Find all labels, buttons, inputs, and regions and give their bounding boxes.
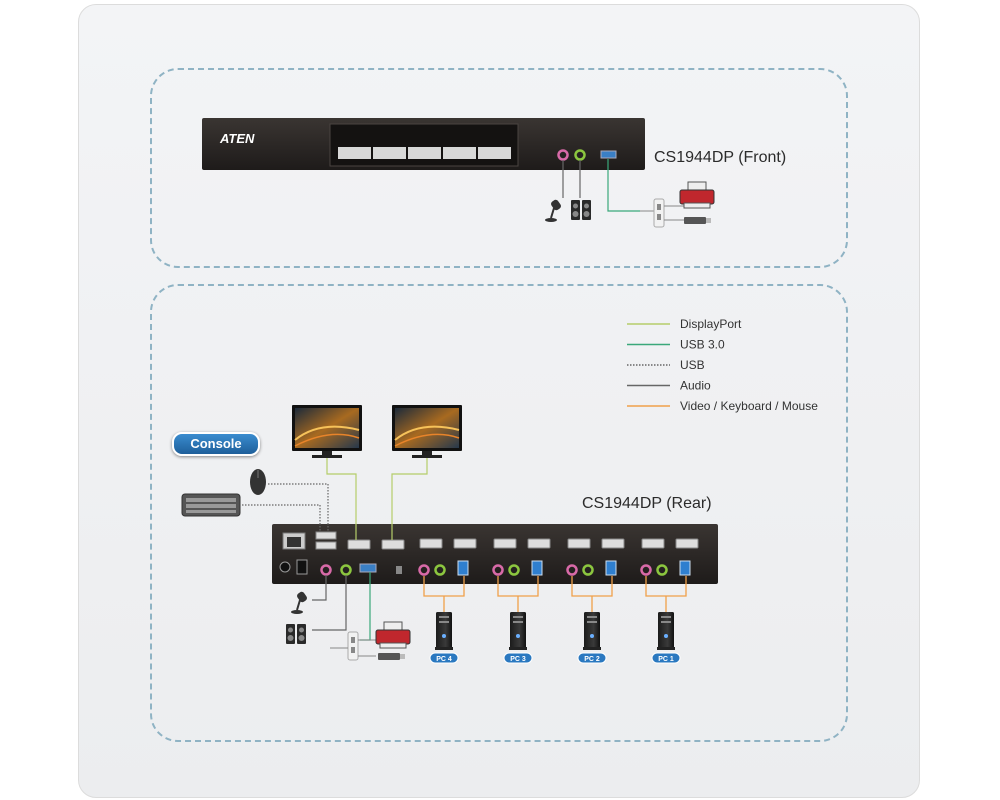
- legend-label: USB 3.0: [680, 338, 725, 352]
- pc-label-badge: PC 4: [429, 652, 459, 664]
- front-device-title: CS1944DP (Front): [654, 149, 786, 166]
- monitor-icon: [292, 405, 362, 458]
- rear-device: [272, 524, 718, 584]
- printer-icon: [375, 621, 411, 649]
- usb-drive-icon: [684, 217, 711, 224]
- console-badge: Console: [172, 432, 260, 456]
- front-device: [202, 118, 645, 170]
- console-usb3-port: [359, 563, 377, 573]
- pc-tower-icon: [435, 612, 453, 650]
- pc-label: PC 2: [584, 656, 600, 663]
- legend-label: Video / Keyboard / Mouse: [680, 399, 818, 413]
- pc-label: PC 3: [510, 656, 526, 663]
- legend-item: Audio: [627, 379, 711, 393]
- monitor-icon: [392, 405, 462, 458]
- port-selection-buttons: [338, 147, 511, 159]
- printer-icon: [679, 181, 715, 209]
- usb-drive-icon: [378, 653, 405, 660]
- front-usb3-port: [600, 150, 617, 159]
- usb-hub-icon: [640, 198, 684, 228]
- pc-label: PC 1: [658, 656, 674, 663]
- pc-label-badge: PC 2: [577, 652, 607, 664]
- pc-computers: PC 4 PC 3 PC 2 PC 1: [423, 576, 687, 664]
- legend-label: DisplayPort: [680, 317, 742, 331]
- vkm-cable: [423, 576, 465, 612]
- pc-tower-icon: [509, 612, 527, 650]
- microphone-icon: [291, 591, 307, 614]
- microphone-icon: [545, 199, 561, 222]
- power-jack: [279, 561, 291, 573]
- pc-port-groups: [418, 538, 699, 576]
- legend-item: Video / Keyboard / Mouse: [627, 399, 818, 413]
- mouse-icon: [250, 469, 266, 495]
- keyboard-icon: [181, 493, 241, 517]
- front-view-panel: [150, 68, 848, 268]
- vkm-cable: [497, 576, 539, 612]
- legend-label: USB: [680, 358, 705, 372]
- rear-view-panel: [150, 284, 848, 742]
- front-speaker-jack: [574, 149, 586, 161]
- usb-hub-icon: [330, 631, 376, 661]
- front-cables: [562, 159, 640, 212]
- pc-port-group: [566, 538, 625, 576]
- console-dp-outputs: [347, 539, 405, 550]
- pc-label: PC 4: [436, 656, 452, 663]
- pc-tower-icon: [657, 612, 675, 650]
- vkm-cable: [645, 576, 687, 612]
- legend-item: USB 3.0: [627, 338, 725, 352]
- pc-tower-icon: [583, 612, 601, 650]
- speakers-icon: [571, 200, 591, 220]
- pc-port-group: [492, 538, 551, 576]
- rear-device-title: CS1944DP (Rear): [582, 495, 712, 512]
- legend-item: USB: [627, 358, 705, 372]
- pc-port-group: [640, 538, 699, 576]
- vkm-cable: [571, 576, 613, 612]
- front-mic-jack: [557, 149, 569, 161]
- pc-port-group: [418, 538, 477, 576]
- pc-label-badge: PC 3: [503, 652, 533, 664]
- console-usb-ports: [315, 531, 337, 550]
- power-switch: [296, 559, 308, 575]
- speakers-icon: [286, 624, 306, 644]
- legend-label: Audio: [680, 379, 711, 393]
- pc-label-badge: PC 1: [651, 652, 681, 664]
- legend-item: DisplayPort: [627, 317, 742, 331]
- brand-logo: ATEN: [219, 131, 255, 146]
